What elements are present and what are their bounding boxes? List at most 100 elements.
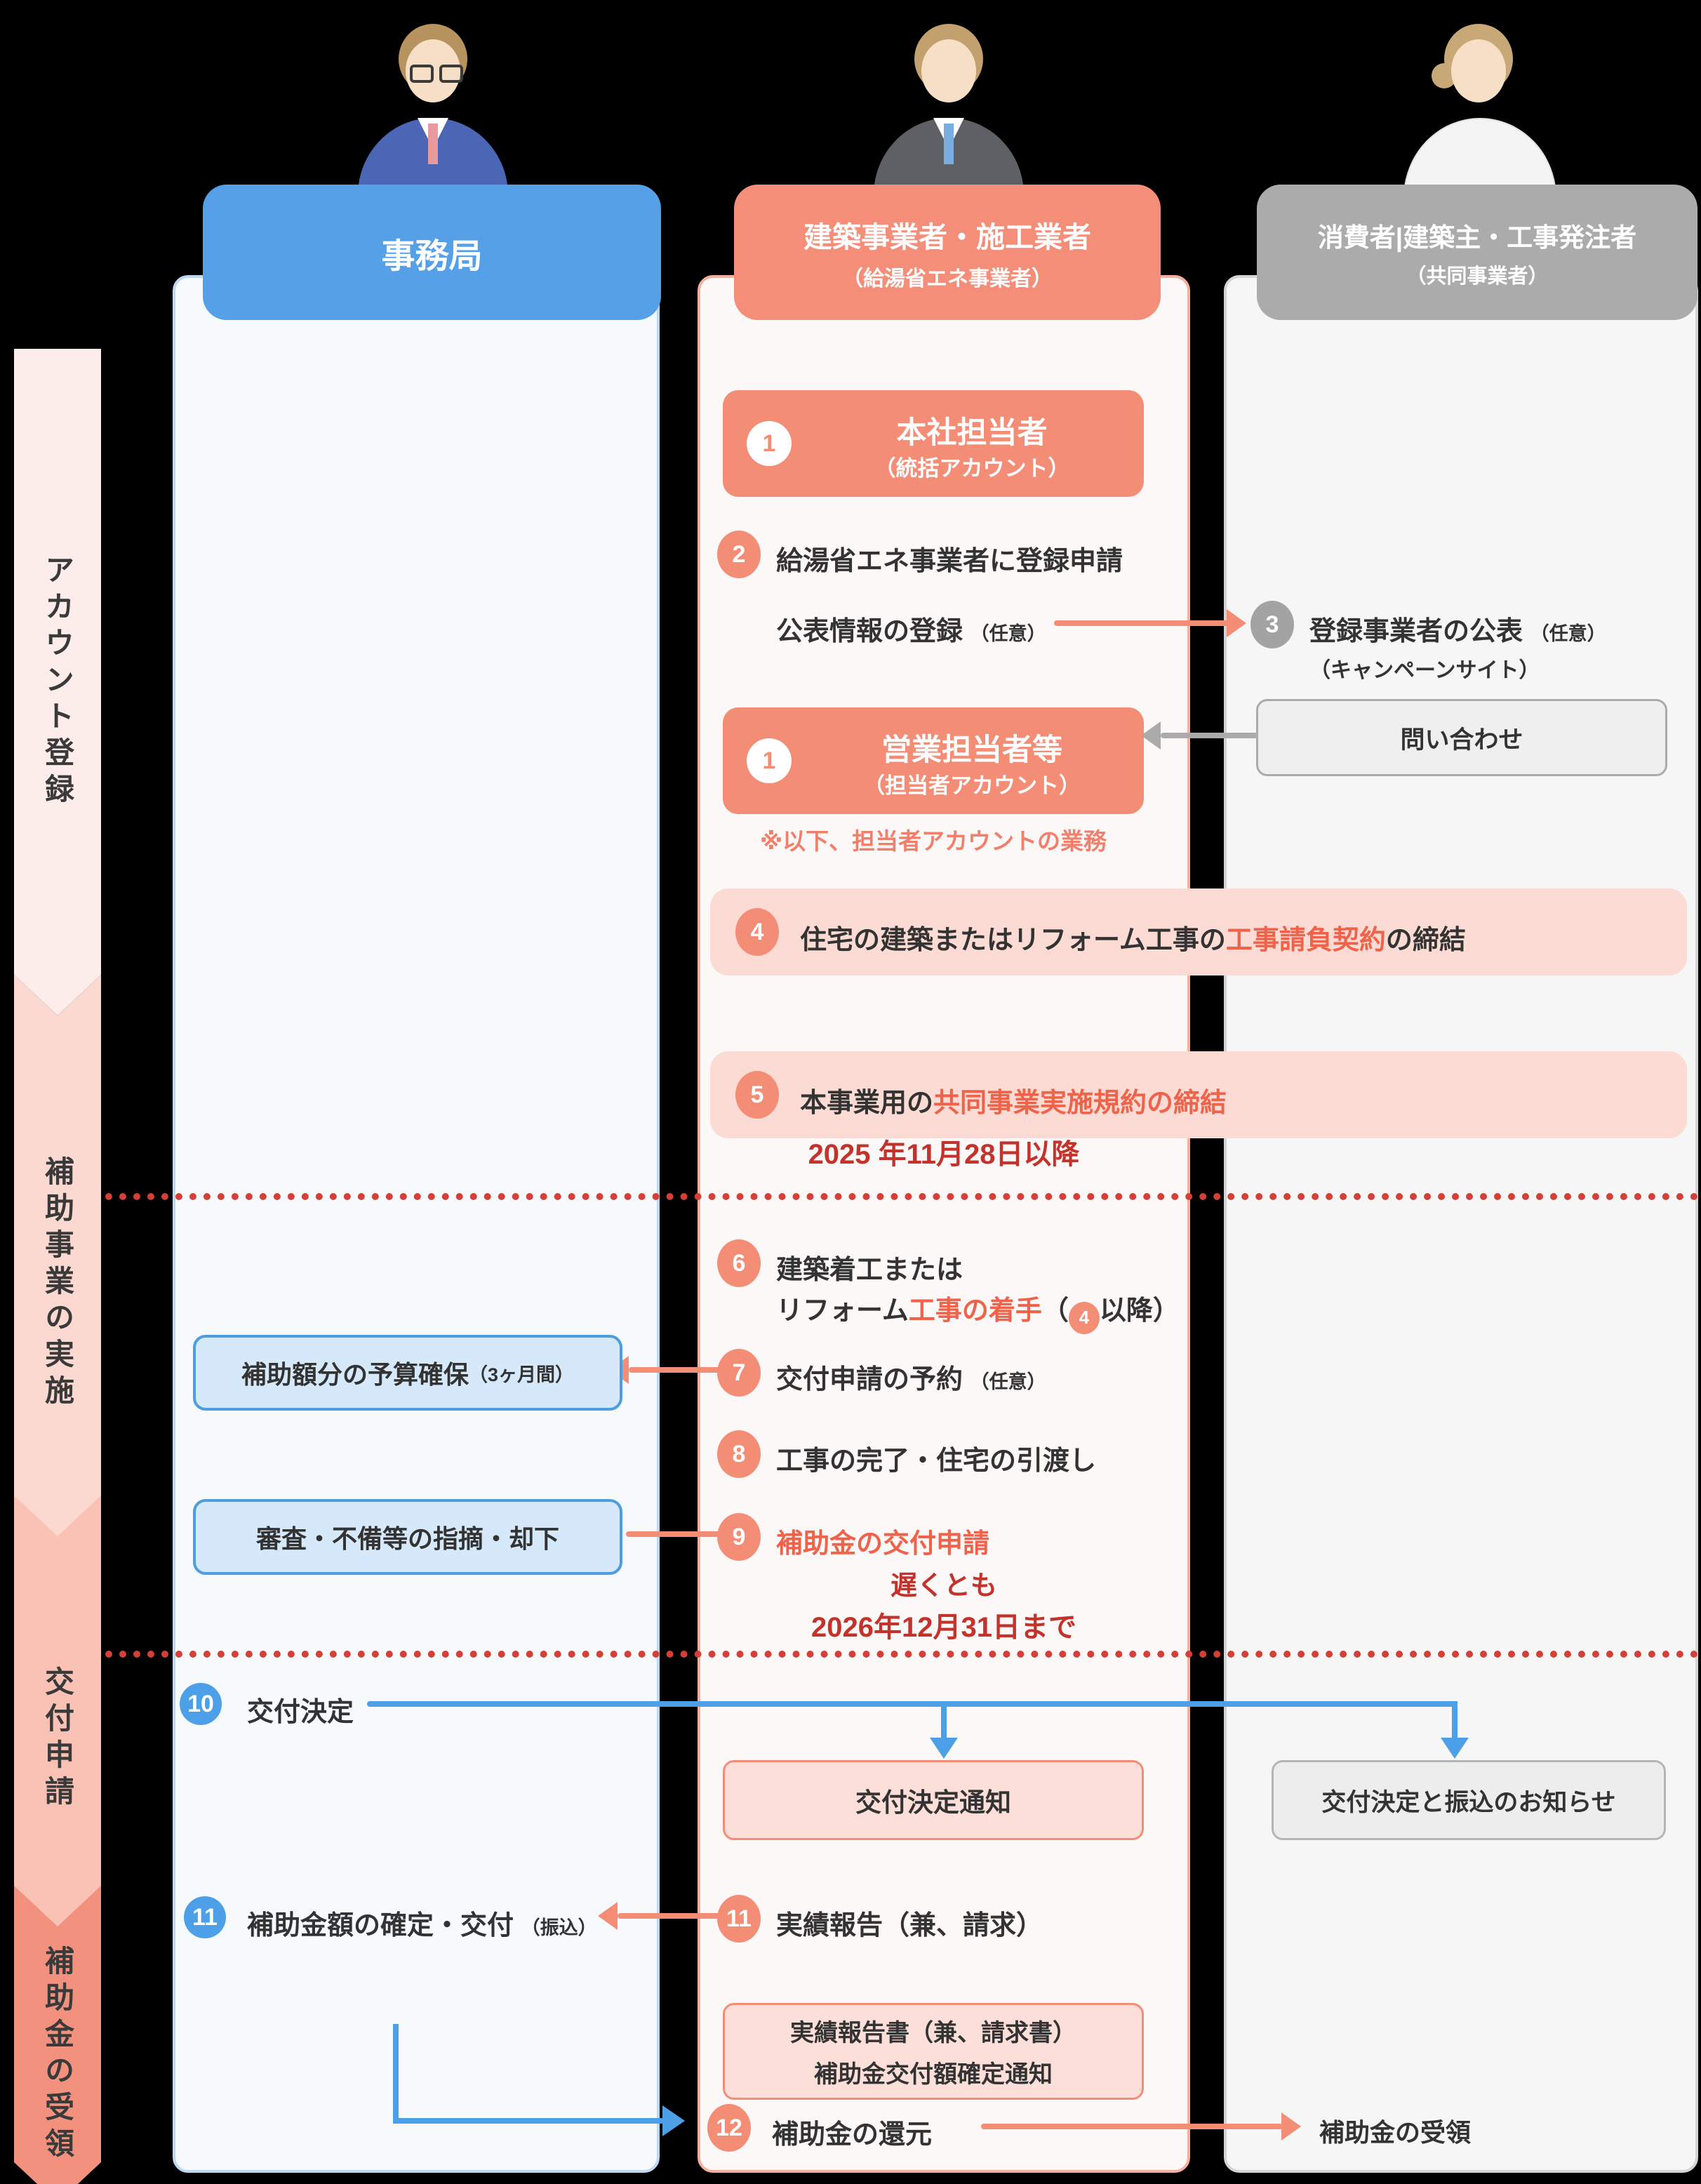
step-3-label: 登録事業者の公表 （任意） [1309,609,1606,648]
step-number: 1 [747,738,792,783]
step-4-label: 住宅の建築またはリフォーム工事の工事請負契約の締結 [800,918,1466,957]
dotted-divider-1 [105,1193,1698,1200]
box-subtitle: （担当者アカウント） [863,773,1081,798]
step-8-label: 工事の完了・住宅の引渡し [776,1446,1097,1476]
arrow-step11-line [618,1913,721,1919]
step-6-number: 6 [717,1239,761,1287]
stage-label: 補助金の受領 [41,1945,74,2164]
report-box: 実績報告書（兼、請求書） 補助金交付額確定通知 [723,2003,1144,2100]
arrow-step7-line [629,1367,721,1373]
notice-consumer-label: 交付決定と振込のお知らせ [1321,1788,1616,1816]
stage-label: 交付申請 [41,1666,74,1812]
deadline-line1: 遅くとも [890,1571,997,1601]
refund-elbow-horizontal [393,2118,664,2124]
column-subtitle: （給湯省エネ事業者） [842,267,1053,291]
publication-optional: （任意） [970,623,1046,644]
arrow-inquiry-line [1161,733,1258,738]
column-title: 建築事業者・施工業者 [803,220,1091,253]
inquiry-label: 問い合わせ [1400,726,1523,754]
step-4-ref-badge: 4 [1068,1301,1100,1334]
arrow-publication-line [1054,620,1231,626]
tie [944,124,954,164]
person-icon-builder [861,18,1036,195]
arrow-inquiry-head [1141,721,1161,750]
step-2-number: 2 [717,531,761,578]
header-builder: 建築事業者・施工業者 （給湯省エネ事業者） [734,185,1161,320]
stage-label: 補助事業の実施 [41,1156,74,1411]
person-icon-consumer [1391,18,1566,198]
budget-label: 補助額分の予算確保 [241,1360,469,1389]
arrow-receive-head [1281,2112,1301,2140]
step-2-label: 給湯省エネ事業者に登録申請 [776,547,1123,576]
step-4-box [710,888,1687,976]
step-7-number: 7 [717,1349,761,1397]
step-5-number: 5 [735,1071,779,1119]
step-12-label: 補助金の還元 [772,2120,933,2150]
step-10-number: 10 [180,1683,222,1725]
stage-account-registration: アカウント登録 [14,349,101,1016]
budget-optional: （3ヶ月間） [468,1364,575,1385]
step-4-number: 4 [735,908,779,956]
step-11-left-label: 補助金額の確定・交付 （振込） [247,1903,597,1942]
panel-builder [698,275,1190,2173]
decision-arrow-mid [930,1738,958,1759]
stage-grant-application: 交付申請 [14,1496,101,1955]
stage-subsidy-implementation: 補助事業の実施 [14,975,101,1564]
box-title: 営業担当者等 [881,733,1062,767]
column-subtitle: （共同事業者） [1406,265,1549,288]
inquiry-box: 問い合わせ [1256,699,1667,776]
step-5-box [710,1051,1687,1138]
notice-box-builder: 交付決定通知 [723,1760,1144,1840]
panel-secretariat [173,275,660,2173]
notice-box-consumer: 交付決定と振込のお知らせ [1272,1760,1666,1840]
box-subtitle: （統括アカウント） [874,456,1070,481]
panel-consumer [1224,275,1698,2173]
face [921,39,976,102]
connector-step9-line [626,1531,721,1537]
date-2025-11-28: 2025 年11月28日以降 [808,1139,1080,1170]
step-12-number: 12 [707,2104,751,2152]
decision-branch-right [1452,1701,1457,1739]
step-4-post: の締結 [1385,926,1466,955]
deadline-line2: 2026年12月31日まで [811,1612,1076,1643]
step-4-red: 工事請負契約 [1225,926,1386,955]
step-8-number: 8 [717,1430,761,1478]
box-title: 本社担当者 [896,416,1048,450]
step-3-text: 登録事業者の公表 [1309,617,1523,646]
box-sales-account: 1 営業担当者等 （担当者アカウント） [723,707,1144,814]
step-11-left-text: 補助金額の確定・交付 [247,1911,514,1940]
publication-text: 公表情報の登録 [776,617,963,646]
tie [428,124,438,164]
step-6-paren-open: （ [1041,1296,1069,1326]
box-hq-account: 1 本社担当者 （統括アカウント） [723,390,1144,497]
step-6-line1: 建築着工または [776,1256,963,1285]
step-9-label: 補助金の交付申請 [776,1529,990,1559]
sales-account-note: ※以下、担当者アカウントの業務 [759,828,1107,854]
step-6-paren-close: 以降） [1099,1296,1180,1326]
step-11-left-optional: （振込） [521,1917,597,1938]
report-line2: 補助金交付額確定通知 [814,2061,1053,2088]
step-9-number: 9 [717,1513,761,1561]
step-6-pre: リフォーム [776,1296,909,1326]
decision-branch-mid [941,1701,947,1739]
review-box: 審査・不備等の指摘・却下 [193,1499,622,1575]
dotted-divider-2 [105,1651,1698,1658]
arrow-publication-head [1227,609,1246,637]
review-label: 審査・不備等の指摘・却下 [255,1524,559,1553]
header-secretariat: 事務局 [203,185,661,320]
step-7-optional: （任意） [970,1371,1046,1392]
person-icon-secretariat [345,18,521,195]
arrow-receive-line [981,2124,1283,2129]
arrow-step11-head [598,1902,618,1930]
face [1451,39,1506,102]
step-7-text: 交付申請の予約 [776,1365,963,1394]
step-5-pre: 本事業用の [800,1088,934,1118]
step-3-note: （キャンペーンサイト） [1309,659,1540,682]
receive-label: 補助金の受領 [1319,2118,1472,2147]
step-3-number: 3 [1250,601,1294,648]
report-line1: 実績報告書（兼、請求書） [790,2020,1076,2046]
stage-subsidy-receipt: 補助金の受領 [14,1886,101,2184]
glasses-icon [410,65,463,83]
